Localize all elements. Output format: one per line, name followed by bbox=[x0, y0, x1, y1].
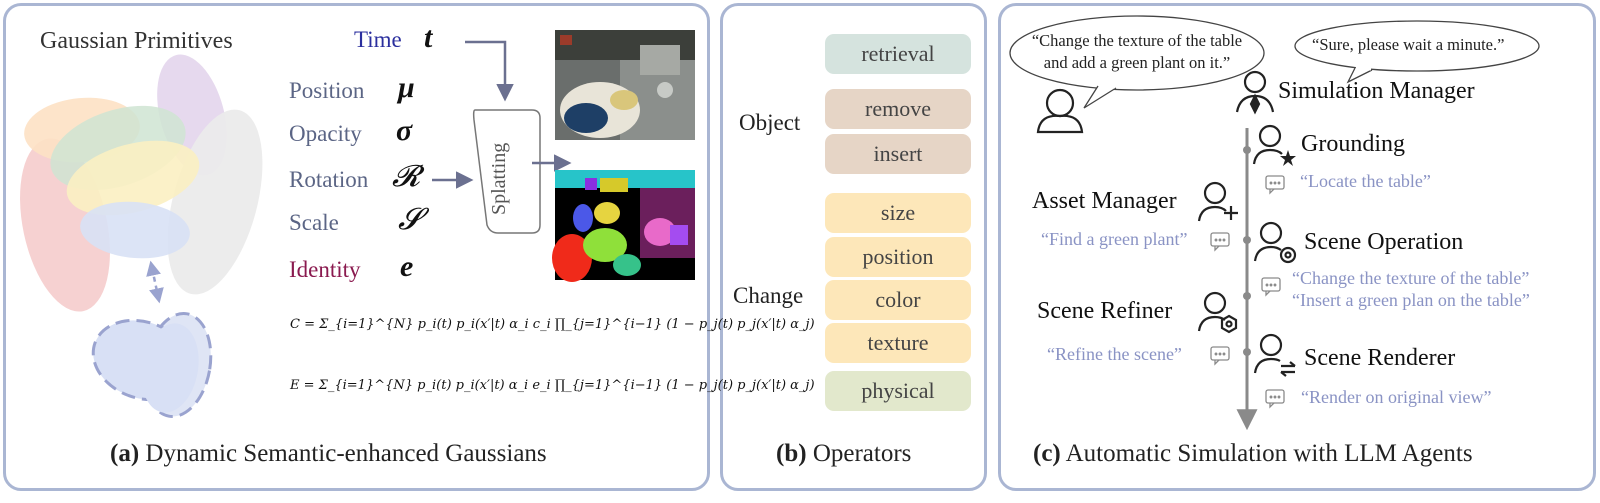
attr-scale-label: Scale bbox=[289, 210, 339, 235]
caption-b: (b) Operators bbox=[776, 440, 911, 468]
user-icon bbox=[1036, 88, 1084, 134]
splatting-block bbox=[472, 109, 541, 234]
scene-renderer-icon bbox=[1253, 333, 1296, 377]
semantic-gaussian-blob bbox=[91, 311, 213, 419]
attr-rotation-symbol: 𝓡 bbox=[392, 160, 421, 193]
user-speech-bubble bbox=[1009, 15, 1265, 109]
segmentation-image bbox=[552, 170, 695, 282]
scene-renderer-label: Scene Renderer bbox=[1304, 345, 1456, 371]
asset-manager-label: Asset Manager bbox=[1032, 188, 1177, 214]
splatting-label: Splatting bbox=[488, 142, 510, 215]
attr-opacity-label: Opacity bbox=[289, 121, 362, 146]
caption-b-text: Operators bbox=[806, 440, 912, 467]
manager-speech-bubble bbox=[1294, 20, 1540, 84]
user-request-line-1: “Change the texture of the table bbox=[1031, 31, 1243, 50]
caption-b-label: (b) bbox=[776, 440, 807, 467]
grounding-label: Grounding bbox=[1301, 131, 1405, 157]
op-physical: physical bbox=[825, 371, 971, 411]
asset-manager-quote: “Find a green plant” bbox=[1041, 229, 1188, 249]
op-remove: remove bbox=[825, 89, 971, 129]
caption-c-label: (c) bbox=[1033, 440, 1061, 467]
group-object-label: Object bbox=[739, 110, 801, 135]
scene-operation-quote-1: “Change the texture of the table” bbox=[1292, 268, 1530, 288]
scene-operation-icon bbox=[1253, 221, 1297, 264]
scene-refiner-icon bbox=[1197, 291, 1238, 334]
attr-rotation-label: Rotation bbox=[289, 167, 369, 192]
caption-a-label: (a) bbox=[110, 440, 140, 467]
attr-identity-label: Identity bbox=[289, 257, 361, 282]
scene-operation-quote-2: “Insert a green plan on the table” bbox=[1292, 290, 1530, 310]
caption-c-text: Automatic Simulation with LLM Agents bbox=[1060, 440, 1473, 467]
manager-reply: “Sure, please wait a minute.” bbox=[1312, 35, 1505, 54]
caption-a: (a) Dynamic Semantic-enhanced Gaussians bbox=[110, 440, 547, 468]
chat-icons bbox=[1210, 175, 1285, 409]
user-request-line-2: and add a green plant on it.” bbox=[1043, 53, 1231, 72]
simulation-manager-label: Simulation Manager bbox=[1278, 78, 1475, 104]
attr-scale-symbol: 𝓢 bbox=[398, 203, 422, 236]
group-change-label: Change bbox=[733, 283, 804, 308]
simulation-manager-icon bbox=[1235, 70, 1275, 115]
attr-position-label: Position bbox=[289, 78, 365, 103]
op-size: size bbox=[825, 193, 971, 233]
rgb-render-image bbox=[555, 30, 695, 140]
time-arrow bbox=[465, 40, 514, 102]
gaussian-primitives-illustration bbox=[20, 54, 263, 312]
gaussian-primitives-title: Gaussian Primitives bbox=[40, 28, 233, 54]
scene-refiner-label: Scene Refiner bbox=[1037, 298, 1173, 324]
op-position: position bbox=[825, 237, 971, 277]
time-symbol: t bbox=[424, 21, 433, 54]
attr-opacity-symbol: σ bbox=[396, 114, 413, 147]
time-label-text: Time bbox=[354, 27, 402, 52]
caption-c: (c) Automatic Simulation with LLM Agents bbox=[1033, 440, 1473, 468]
op-color: color bbox=[825, 280, 971, 320]
scene-operation-label: Scene Operation bbox=[1304, 229, 1464, 255]
op-insert: insert bbox=[825, 134, 971, 174]
attr-identity-symbol: e bbox=[400, 250, 414, 283]
op-texture: texture bbox=[825, 323, 971, 363]
grounding-quote: “Locate the table” bbox=[1300, 171, 1431, 191]
scene-refiner-quote: “Refine the scene” bbox=[1047, 344, 1182, 364]
asset-manager-icon bbox=[1197, 181, 1238, 222]
equation-e: E = Σ_{i=1}^{N} p_i(t) p_i(x′|t) α_i e_i… bbox=[290, 378, 815, 393]
attr-position-symbol: μ bbox=[398, 71, 415, 104]
timeline-dots bbox=[1243, 146, 1251, 356]
time-label: Time bbox=[354, 27, 402, 53]
scene-renderer-quote: “Render on original view” bbox=[1301, 387, 1492, 407]
op-retrieval: retrieval bbox=[825, 34, 971, 74]
equation-c: C = Σ_{i=1}^{N} p_i(t) p_i(x′|t) α_i c_i… bbox=[290, 317, 815, 332]
caption-a-text: Dynamic Semantic-enhanced Gaussians bbox=[139, 440, 547, 467]
double-arrow bbox=[146, 260, 164, 304]
grounding-icon bbox=[1252, 124, 1296, 166]
